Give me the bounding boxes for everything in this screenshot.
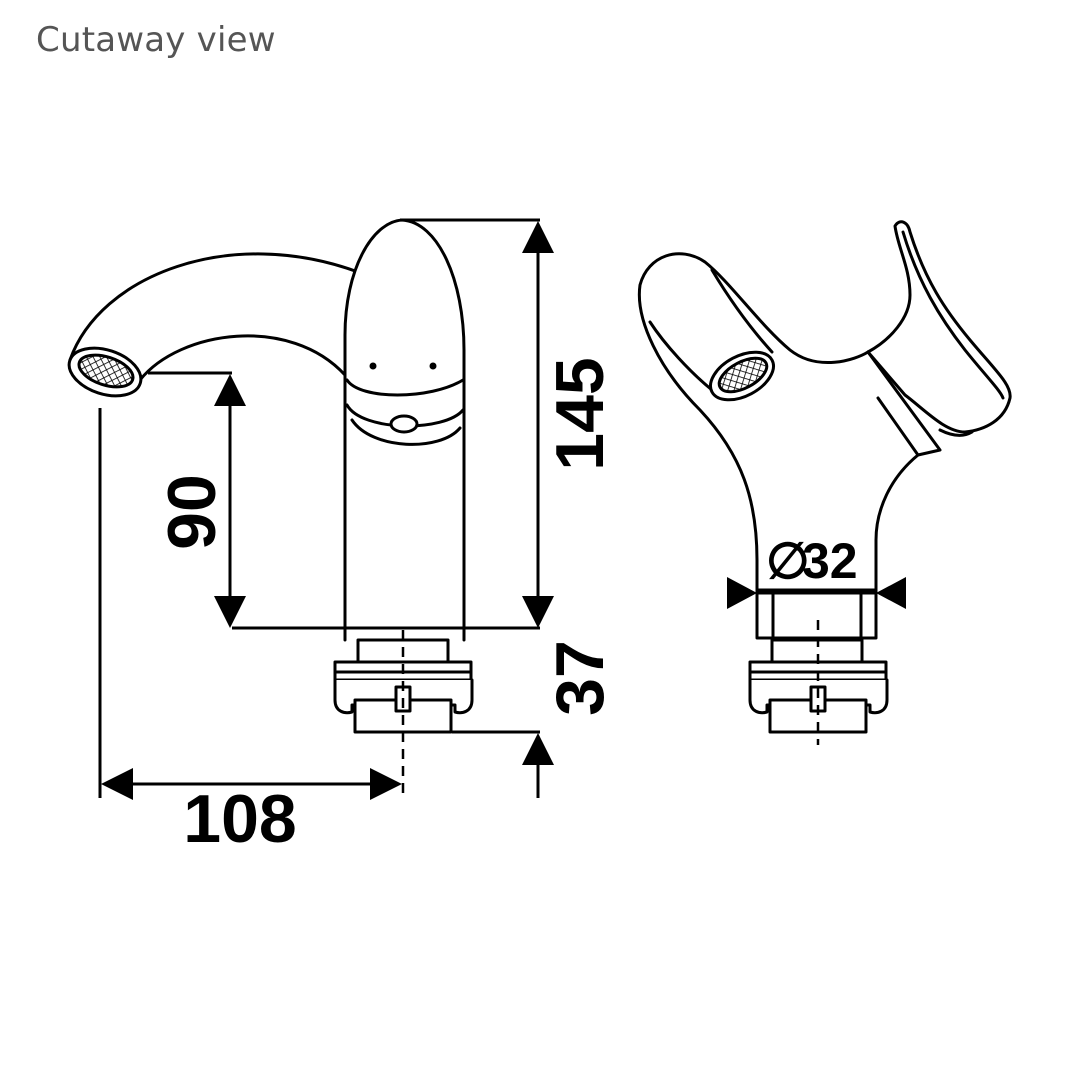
dimension-37-label: 37 bbox=[542, 640, 618, 716]
diagram-title: Cutaway view bbox=[36, 20, 276, 60]
dimension-145-label: 145 bbox=[542, 357, 618, 470]
aerator-mesh-icon bbox=[717, 356, 769, 394]
dimension-108-label: 108 bbox=[183, 781, 296, 857]
dimension-32-label: 32 bbox=[802, 533, 858, 589]
front-view-tap bbox=[637, 220, 1012, 734]
dimension-90-label: 90 bbox=[154, 474, 230, 550]
arrow-right-icon bbox=[727, 577, 757, 609]
extension-lines bbox=[98, 218, 540, 798]
arrow-left-icon bbox=[876, 577, 906, 609]
dimension-37 bbox=[522, 733, 554, 798]
handle-dot-icon bbox=[369, 362, 377, 370]
aerator-mesh-icon bbox=[77, 353, 135, 389]
arrow-up-icon bbox=[214, 374, 246, 406]
arrow-left-icon bbox=[101, 768, 133, 800]
dimension-90 bbox=[214, 374, 246, 628]
dimension-108 bbox=[101, 768, 402, 800]
arrow-down-icon bbox=[214, 596, 246, 628]
arrow-down-icon bbox=[522, 596, 554, 628]
handle-dot-icon bbox=[429, 362, 437, 370]
dimension-145 bbox=[522, 221, 554, 628]
diameter-symbol: ∅ bbox=[766, 533, 810, 589]
arrow-up-icon bbox=[522, 733, 554, 765]
arrow-up-icon bbox=[522, 221, 554, 253]
arrow-right-icon bbox=[370, 768, 402, 800]
indicator-cap-icon bbox=[389, 414, 419, 434]
dimension-diameter-32 bbox=[727, 577, 906, 609]
side-view-tap bbox=[67, 218, 474, 734]
